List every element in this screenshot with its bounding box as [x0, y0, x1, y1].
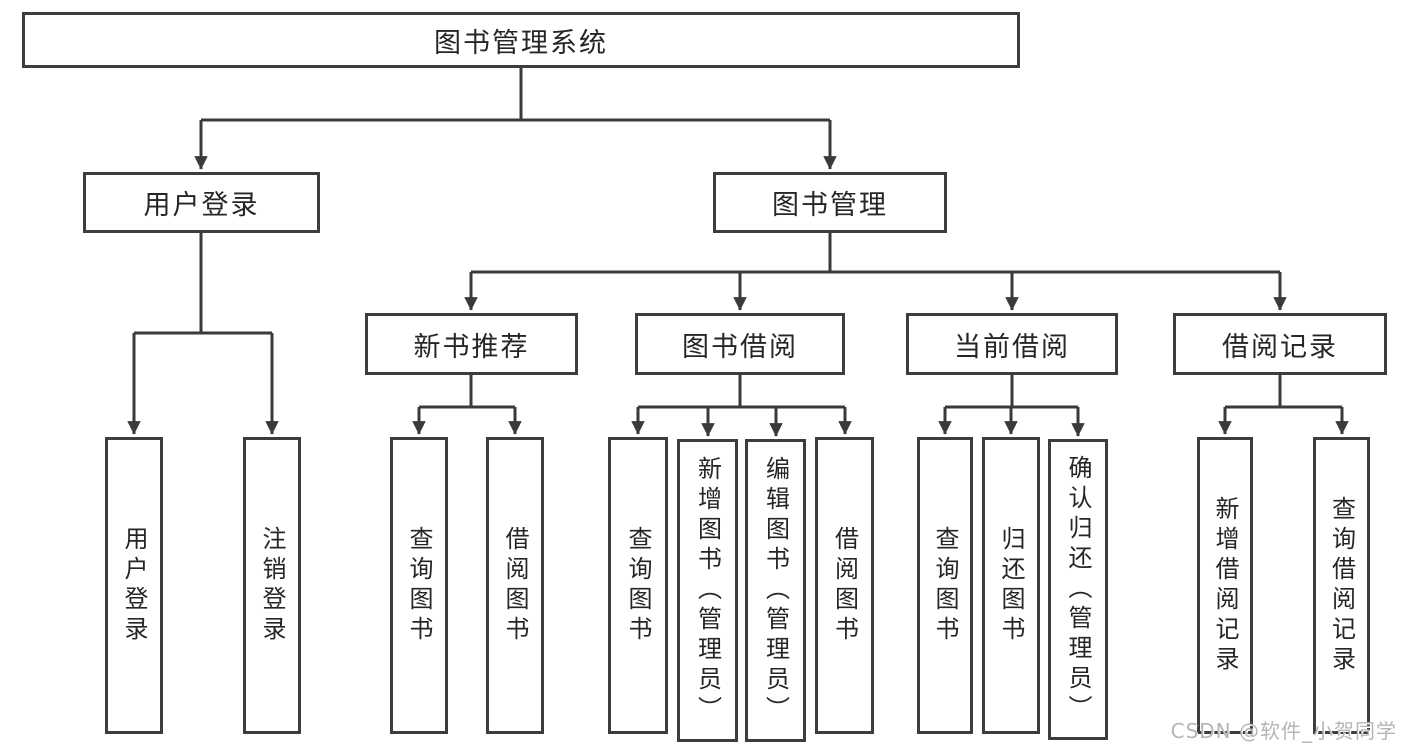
leaf-borrow-books-recommend: 借阅图书 [486, 437, 544, 734]
leaf-borrow-books-borrowing: 借阅图书 [815, 437, 874, 734]
node-user-login: 用户登录 [83, 172, 320, 233]
leaf-confirm-return-admin-label: 确认归还（管理员） [1064, 454, 1092, 725]
leaf-query-books-current: 查询图书 [917, 437, 973, 734]
leaf-logout-login-label: 注销登录 [258, 525, 286, 646]
leaf-user-login: 用户登录 [105, 437, 163, 734]
leaf-edit-books-admin-label: 编辑图书（管理员） [761, 455, 790, 726]
leaf-return-books: 归还图书 [982, 437, 1040, 734]
watermark-text: CSDN @软件_小贺同学 [1170, 719, 1397, 743]
leaf-add-books-admin-label: 新增图书（管理员） [693, 455, 722, 726]
node-new-book-recommendation: 新书推荐 [365, 313, 578, 375]
leaf-query-books-recommend: 查询图书 [390, 437, 448, 734]
leaf-query-books-borrowing: 查询图书 [608, 437, 668, 734]
leaf-add-borrow-record: 新增借阅记录 [1197, 437, 1253, 734]
leaf-add-books-admin: 新增图书（管理员） [677, 439, 738, 742]
leaf-borrow-books-borrowing-label: 借阅图书 [830, 525, 859, 646]
leaf-user-login-label: 用户登录 [120, 525, 148, 646]
node-book-management: 图书管理 [713, 172, 947, 233]
leaf-add-borrow-record-label: 新增借阅记录 [1211, 495, 1239, 676]
node-borrowing-records: 借阅记录 [1173, 313, 1387, 375]
leaf-query-borrow-record: 查询借阅记录 [1313, 437, 1370, 734]
leaf-query-borrow-record-label: 查询借阅记录 [1327, 495, 1356, 676]
node-library-system: 图书管理系统 [22, 12, 1020, 68]
leaf-query-books-recommend-label: 查询图书 [405, 525, 433, 646]
leaf-edit-books-admin: 编辑图书（管理员） [745, 439, 806, 742]
leaf-logout-login: 注销登录 [243, 437, 301, 734]
node-book-borrowing: 图书借阅 [635, 313, 845, 375]
leaf-confirm-return-admin: 确认归还（管理员） [1048, 439, 1108, 740]
leaf-return-books-label: 归还图书 [997, 525, 1025, 646]
leaf-borrow-books-recommend-label: 借阅图书 [501, 525, 529, 646]
leaf-query-books-borrowing-label: 查询图书 [624, 525, 652, 646]
node-current-borrowing: 当前借阅 [906, 313, 1118, 375]
leaf-query-books-current-label: 查询图书 [931, 525, 959, 646]
